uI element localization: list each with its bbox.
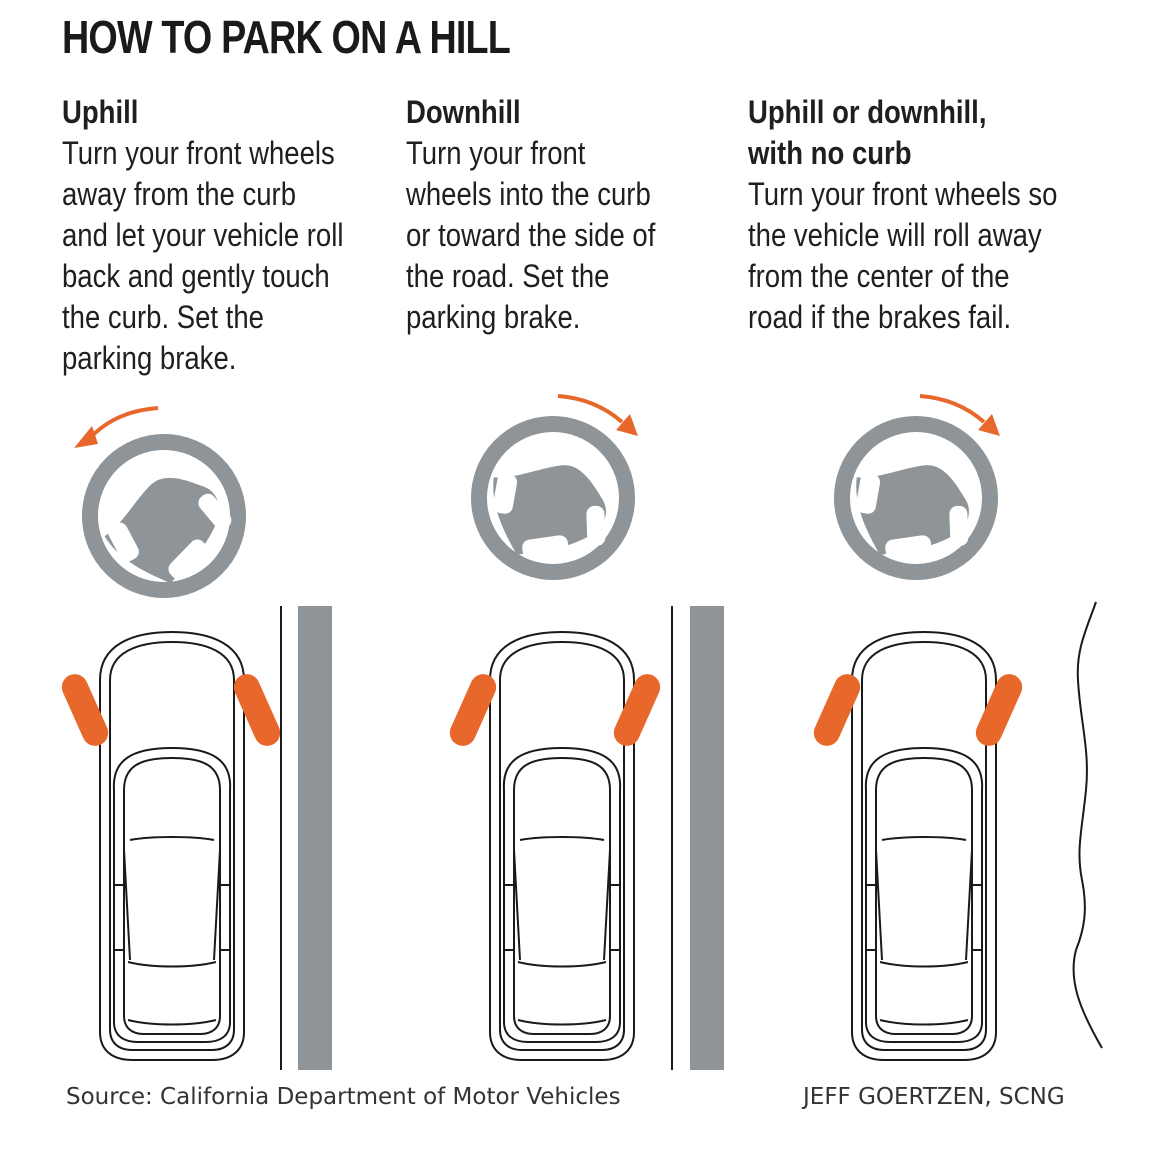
rotation-arrow-icon <box>557 394 638 436</box>
page-title: HOW TO PARK ON A HILL <box>62 11 511 63</box>
steering-wheel-icon <box>820 403 1012 593</box>
car-icon <box>99 631 245 1061</box>
section-text: Turn your front wheels away from the cur… <box>62 135 344 376</box>
rotation-arrow-icon <box>74 406 159 448</box>
car-icon <box>489 631 635 1061</box>
section-text: Turn your front wheels into the curb or … <box>406 135 656 335</box>
credit-line: JEFF GOERTZEN, SCNG <box>803 1084 1065 1110</box>
section-downhill: Downhill Turn your front wheels into the… <box>406 92 696 338</box>
rotation-arrow-icon <box>919 394 1000 436</box>
section-text: Turn your front wheels so the vehicle wi… <box>748 176 1058 335</box>
section-heading: Uphill or downhill, with no curb <box>748 94 987 171</box>
car-icon <box>851 631 997 1061</box>
front-wheel-left <box>449 674 497 746</box>
section-uphill: Uphill Turn your front wheels away from … <box>62 92 389 379</box>
front-wheel-right <box>233 674 281 746</box>
section-no-curb: Uphill or downhill, with no curb Turn yo… <box>748 92 1108 338</box>
curb <box>280 606 332 1070</box>
source-note: Source: California Department of Motor V… <box>66 1084 621 1110</box>
front-wheel-right <box>613 674 661 746</box>
section-heading: Uphill <box>62 94 139 130</box>
steering-wheel-icon <box>457 403 649 593</box>
section-heading: Downhill <box>406 94 521 130</box>
front-wheel-left <box>61 674 109 746</box>
front-wheel-right <box>975 674 1023 746</box>
road-edge <box>1072 601 1103 1049</box>
front-wheel-left <box>813 674 861 746</box>
curb <box>671 606 724 1070</box>
